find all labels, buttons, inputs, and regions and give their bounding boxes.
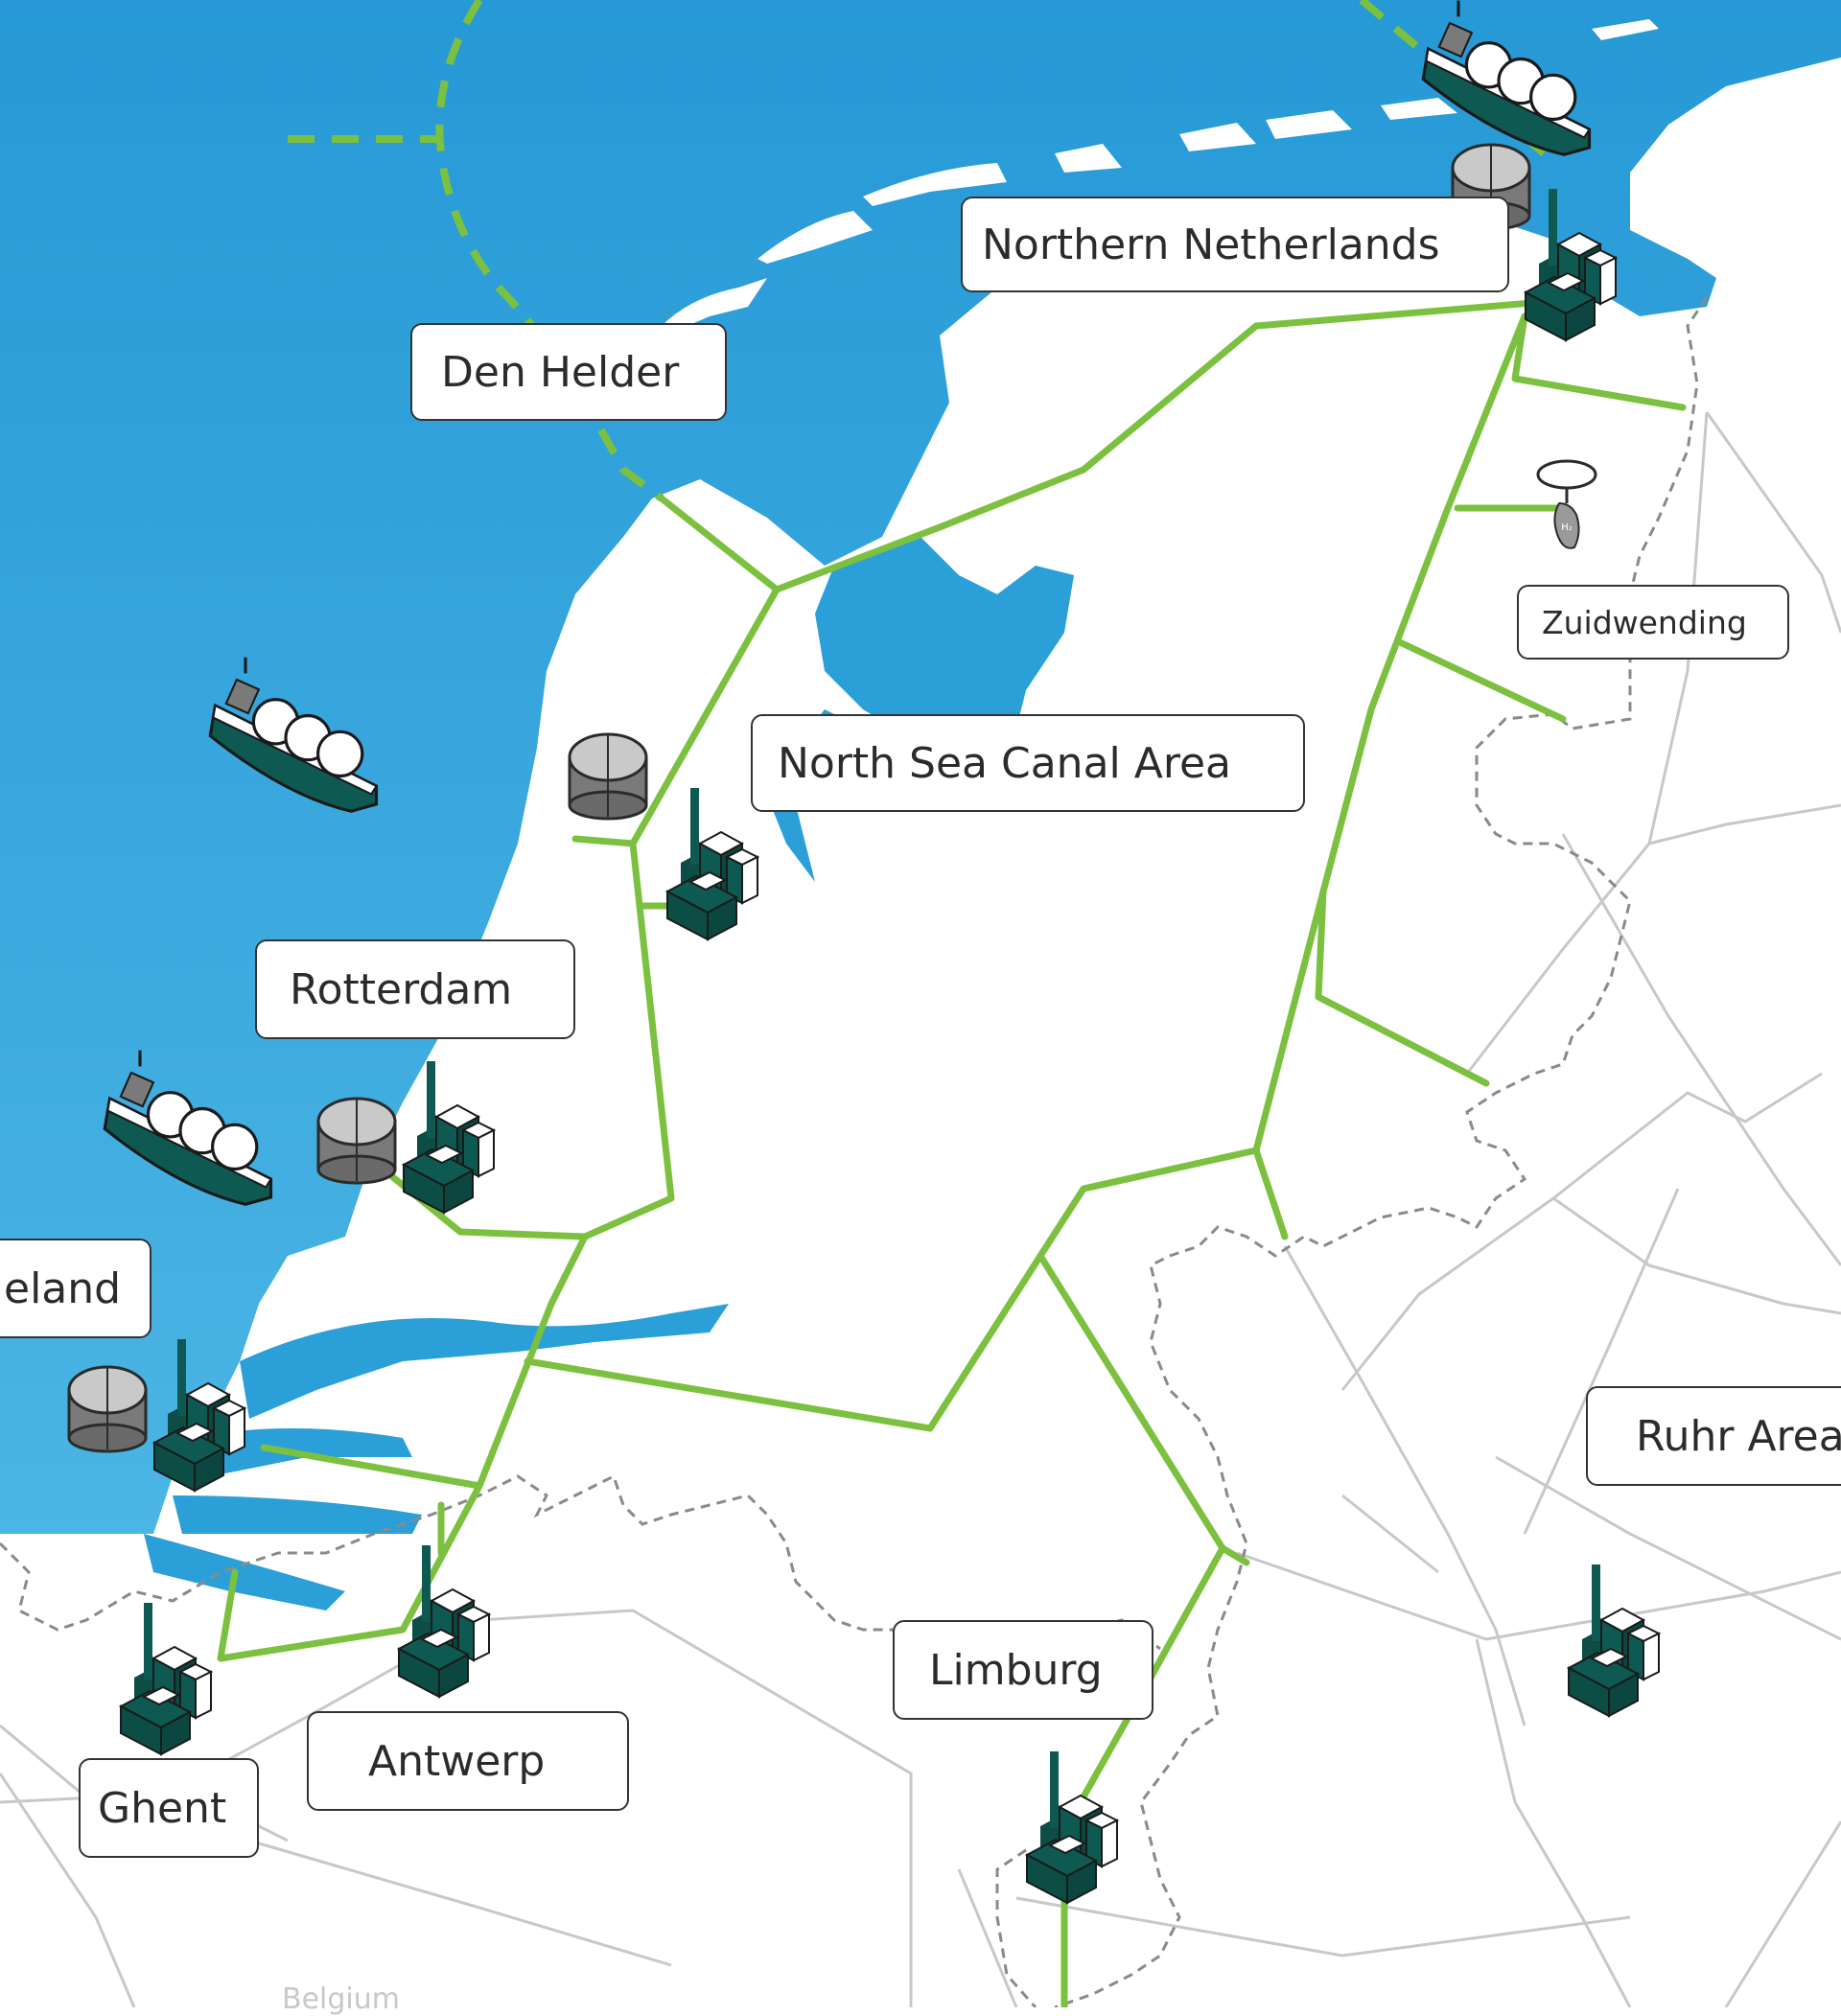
wadden-islands bbox=[662, 19, 1659, 331]
label-ruhr-area: Ruhr Area bbox=[1586, 1386, 1841, 1486]
svg-text:H₂: H₂ bbox=[1561, 522, 1573, 533]
label-northern-netherlands: Northern Netherlands bbox=[961, 197, 1509, 292]
label-zuidwending: Zuidwending bbox=[1517, 585, 1789, 660]
hydrogen-storage-icon: H₂ bbox=[1536, 459, 1597, 549]
storage-tank-icon bbox=[568, 732, 648, 821]
label-limburg: Limburg bbox=[893, 1620, 1154, 1720]
hydrogen-pipelines bbox=[217, 298, 1687, 2007]
scheldt-waters bbox=[144, 1304, 729, 1610]
label-antwerp: Antwerp bbox=[307, 1711, 629, 1811]
region-boundaries bbox=[0, 411, 1841, 2007]
label-den-helder: Den Helder bbox=[410, 323, 727, 421]
country-label-belgium: Belgium bbox=[282, 1982, 400, 2016]
storage-tank-icon bbox=[316, 1097, 397, 1185]
label-north-sea-canal-area: North Sea Canal Area bbox=[751, 714, 1305, 812]
ijsselmeer bbox=[815, 537, 1074, 738]
storage-tank-icon bbox=[67, 1365, 148, 1453]
label-ghent: Ghent bbox=[79, 1758, 259, 1858]
label-zeeland: eland bbox=[0, 1239, 151, 1338]
label-rotterdam: Rotterdam bbox=[255, 939, 575, 1039]
